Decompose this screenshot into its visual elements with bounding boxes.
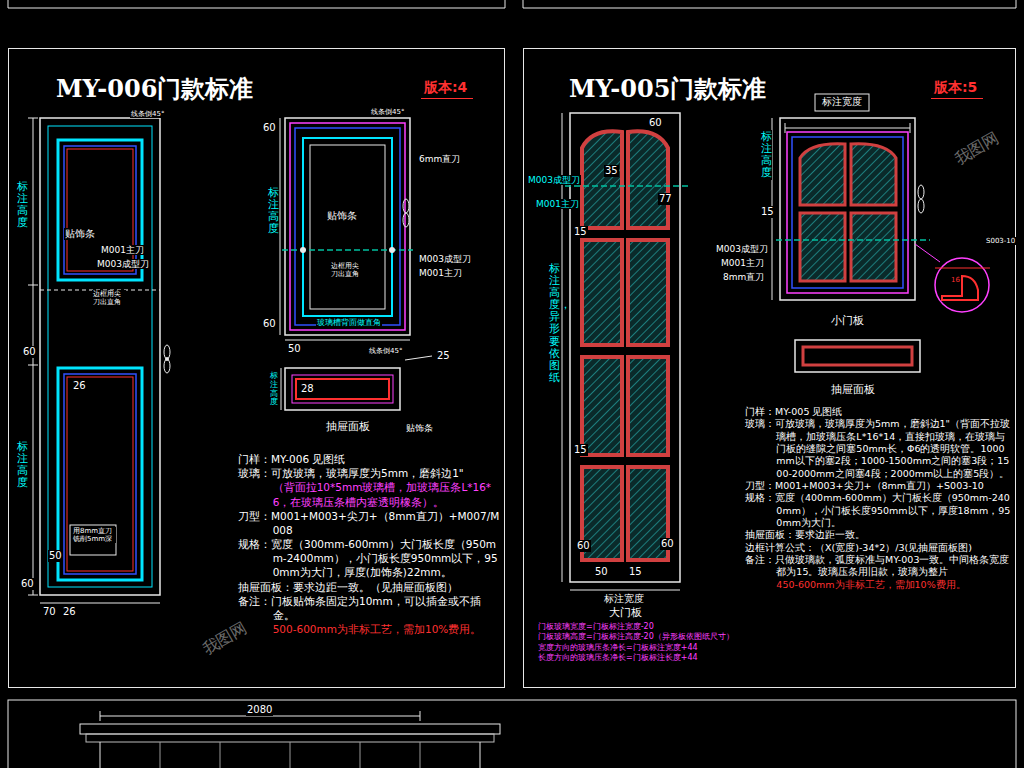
- part-label: 标注宽度: [603, 593, 645, 605]
- dimension-label: 60: [22, 346, 37, 358]
- panel-title: MY-006门款标准: [56, 75, 253, 104]
- note-text: 玻璃：可放玻璃，玻璃厚度为5mm，磨斜边1": [238, 466, 500, 480]
- watermark: 我图网: [951, 129, 1003, 170]
- panel-title: MY-005门款标准: [569, 75, 766, 104]
- part-label: 用8mm直刀铣削5mm深: [72, 527, 116, 543]
- notes-column: 门样：MY-005 见图纸玻璃：可放玻璃，玻璃厚度为5mm，磨斜边1"（背面不拉…: [745, 406, 1011, 591]
- drawer-006: [281, 356, 432, 410]
- dimension-label: 标注高度: [17, 440, 28, 490]
- part-label: 16: [950, 276, 961, 284]
- dimension-label: 60: [262, 122, 277, 134]
- part-label: 贴饰条: [64, 228, 96, 240]
- version-tag: 版本:5: [931, 79, 983, 99]
- version-tag: 版本:4: [421, 79, 473, 99]
- part-label: 贴饰条: [326, 210, 358, 222]
- part-label: 边框用尖刀出直角: [330, 262, 364, 278]
- dimension-label: 标注高度: [268, 186, 279, 236]
- dimension-label: 60: [576, 540, 591, 552]
- panel-edge: [8, 0, 1016, 8]
- part-label: S003-10: [985, 237, 1016, 245]
- cabinet-elevation: [8, 700, 1016, 768]
- part-label: 8mm直刀: [722, 272, 765, 282]
- note-text: 门样：MY-005 见图纸: [745, 406, 1011, 418]
- watermark: 我图网: [199, 619, 251, 660]
- notes-column: 门样：MY-006 见图纸玻璃：可放玻璃，玻璃厚度为5mm，磨斜边1"（背面拉1…: [238, 452, 500, 636]
- dimension-label: 60: [20, 578, 35, 590]
- dimension-label: 50: [594, 566, 609, 578]
- dimension-label: 70: [42, 606, 57, 618]
- big-door-006: [28, 118, 170, 603]
- dimension-label: 60: [660, 538, 675, 550]
- part-label: 抽屉面板: [325, 421, 371, 434]
- note-text: 刀型：M001+M003+尖刀+（8mm直刀）+S003-10: [745, 480, 1011, 492]
- note-text: 备注：门板贴饰条固定为10mm，可以插金或不插金。: [238, 594, 500, 622]
- note-text: 抽屉面板：要求边距一致。（见抽屉面板图）: [238, 580, 500, 594]
- part-label: M003成型刀: [715, 244, 769, 254]
- note-text: 门板玻璃高度=门板标注高度-20（异形板依图纸尺寸）: [538, 632, 743, 642]
- note-text: 500-600mm为非标工艺，需加10%费用。: [238, 622, 500, 636]
- dimension-label: 15: [573, 444, 588, 456]
- dimension-label: 35: [604, 165, 619, 177]
- note-text: 备注：只做玻璃款，弧度标准与MY-003一致。中间格条宽度都为15。玻璃压条用旧…: [745, 554, 1011, 579]
- part-label: 线条倒45°: [370, 108, 405, 116]
- note-text: 抽屉面板：要求边距一致。: [745, 529, 1011, 541]
- dimension-label: 15: [760, 206, 775, 218]
- dimension-label: 26: [62, 606, 77, 618]
- drawer-005: [795, 340, 920, 372]
- part-label: M003成型刀: [418, 254, 472, 264]
- part-label: 贴饰条: [405, 423, 434, 433]
- part-label: M003成型刀: [527, 175, 581, 185]
- dimension-label: 15: [573, 226, 588, 238]
- part-label: M001主刀: [418, 268, 463, 278]
- part-label: 边框用尖刀出直角: [92, 290, 126, 306]
- dimension-label: 标注高度，异形要依图纸: [549, 262, 560, 385]
- dimension-label: 2080: [246, 704, 273, 716]
- part-label: 线条倒45°: [130, 110, 165, 118]
- note-text: 450-600mm为非标工艺，需加10%费用。: [745, 579, 1011, 591]
- dimension-label: 25: [436, 350, 451, 362]
- version-text: 版本:5: [934, 79, 980, 96]
- note-text: 规格：宽度（400mm-600mm）大门板长度（950mm-2400mm），小门…: [745, 492, 1011, 529]
- part-label: M001主刀: [720, 258, 765, 268]
- part-label: 标注宽度: [821, 96, 863, 108]
- part-label: M001主刀: [535, 199, 580, 209]
- small-door-006: [280, 118, 413, 340]
- dimension-label: 50: [48, 550, 63, 562]
- dimension-label: 60: [648, 117, 663, 129]
- part-label: M003成型刀: [96, 259, 150, 269]
- note-text: 玻璃：可放玻璃，玻璃厚度为5mm，磨斜边1"（背面不拉玻璃槽，加玻璃压条L*16…: [745, 418, 1011, 480]
- note-text: 宽度方向的玻璃压条净长=门板标注宽度+44: [538, 643, 743, 653]
- part-label: 小门板: [830, 315, 865, 328]
- dimension-label: 标注高度: [761, 130, 772, 180]
- part-label: 大门板: [608, 607, 643, 620]
- big-door-005: [562, 113, 690, 590]
- notes-column: 门板玻璃宽度=门板标注宽度-20门板玻璃高度=门板标注高度-20（异形板依图纸尺…: [538, 622, 743, 664]
- small-door-005: [772, 94, 990, 312]
- dimension-label: 26: [72, 380, 87, 392]
- part-label: 线条倒45°: [368, 347, 403, 355]
- dimension-label: 28: [300, 383, 315, 395]
- dimension-label: 60: [262, 318, 277, 330]
- dimension-label: 77: [658, 193, 673, 205]
- part-label: 玻璃槽背面做直角: [316, 318, 382, 327]
- dimension-label: 标注高度: [17, 180, 28, 230]
- part-label: 抽屉面板: [830, 384, 876, 397]
- version-text: 版本:4: [424, 79, 470, 96]
- part-label: M001主刀: [100, 245, 145, 255]
- note-text: 刀型：M001+M003+尖刀+（8mm直刀）+M007/M008: [238, 509, 500, 537]
- note-text: （背面拉10*5mm玻璃槽，加玻璃压条L*16*6，在玻璃压条槽内塞透明橡条）。: [238, 480, 500, 508]
- dimension-label: 15: [628, 566, 643, 578]
- note-text: 门板玻璃宽度=门板标注宽度-20: [538, 622, 743, 632]
- part-label: 6mm直刀: [418, 154, 461, 164]
- note-text: 边框计算公式：（X(宽度)-34*2）/3(见抽屉面板图): [745, 542, 1011, 554]
- dimension-label: 标注高度: [270, 371, 278, 408]
- dimension-label: 50: [287, 343, 302, 355]
- note-text: 门样：MY-006 见图纸: [238, 452, 500, 466]
- note-text: 长度方向的玻璃压条净长=门板标注长度+44: [538, 653, 743, 663]
- note-text: 规格：宽度（300mm-600mm）大门板长度（950mm-2400mm），小门…: [238, 537, 500, 580]
